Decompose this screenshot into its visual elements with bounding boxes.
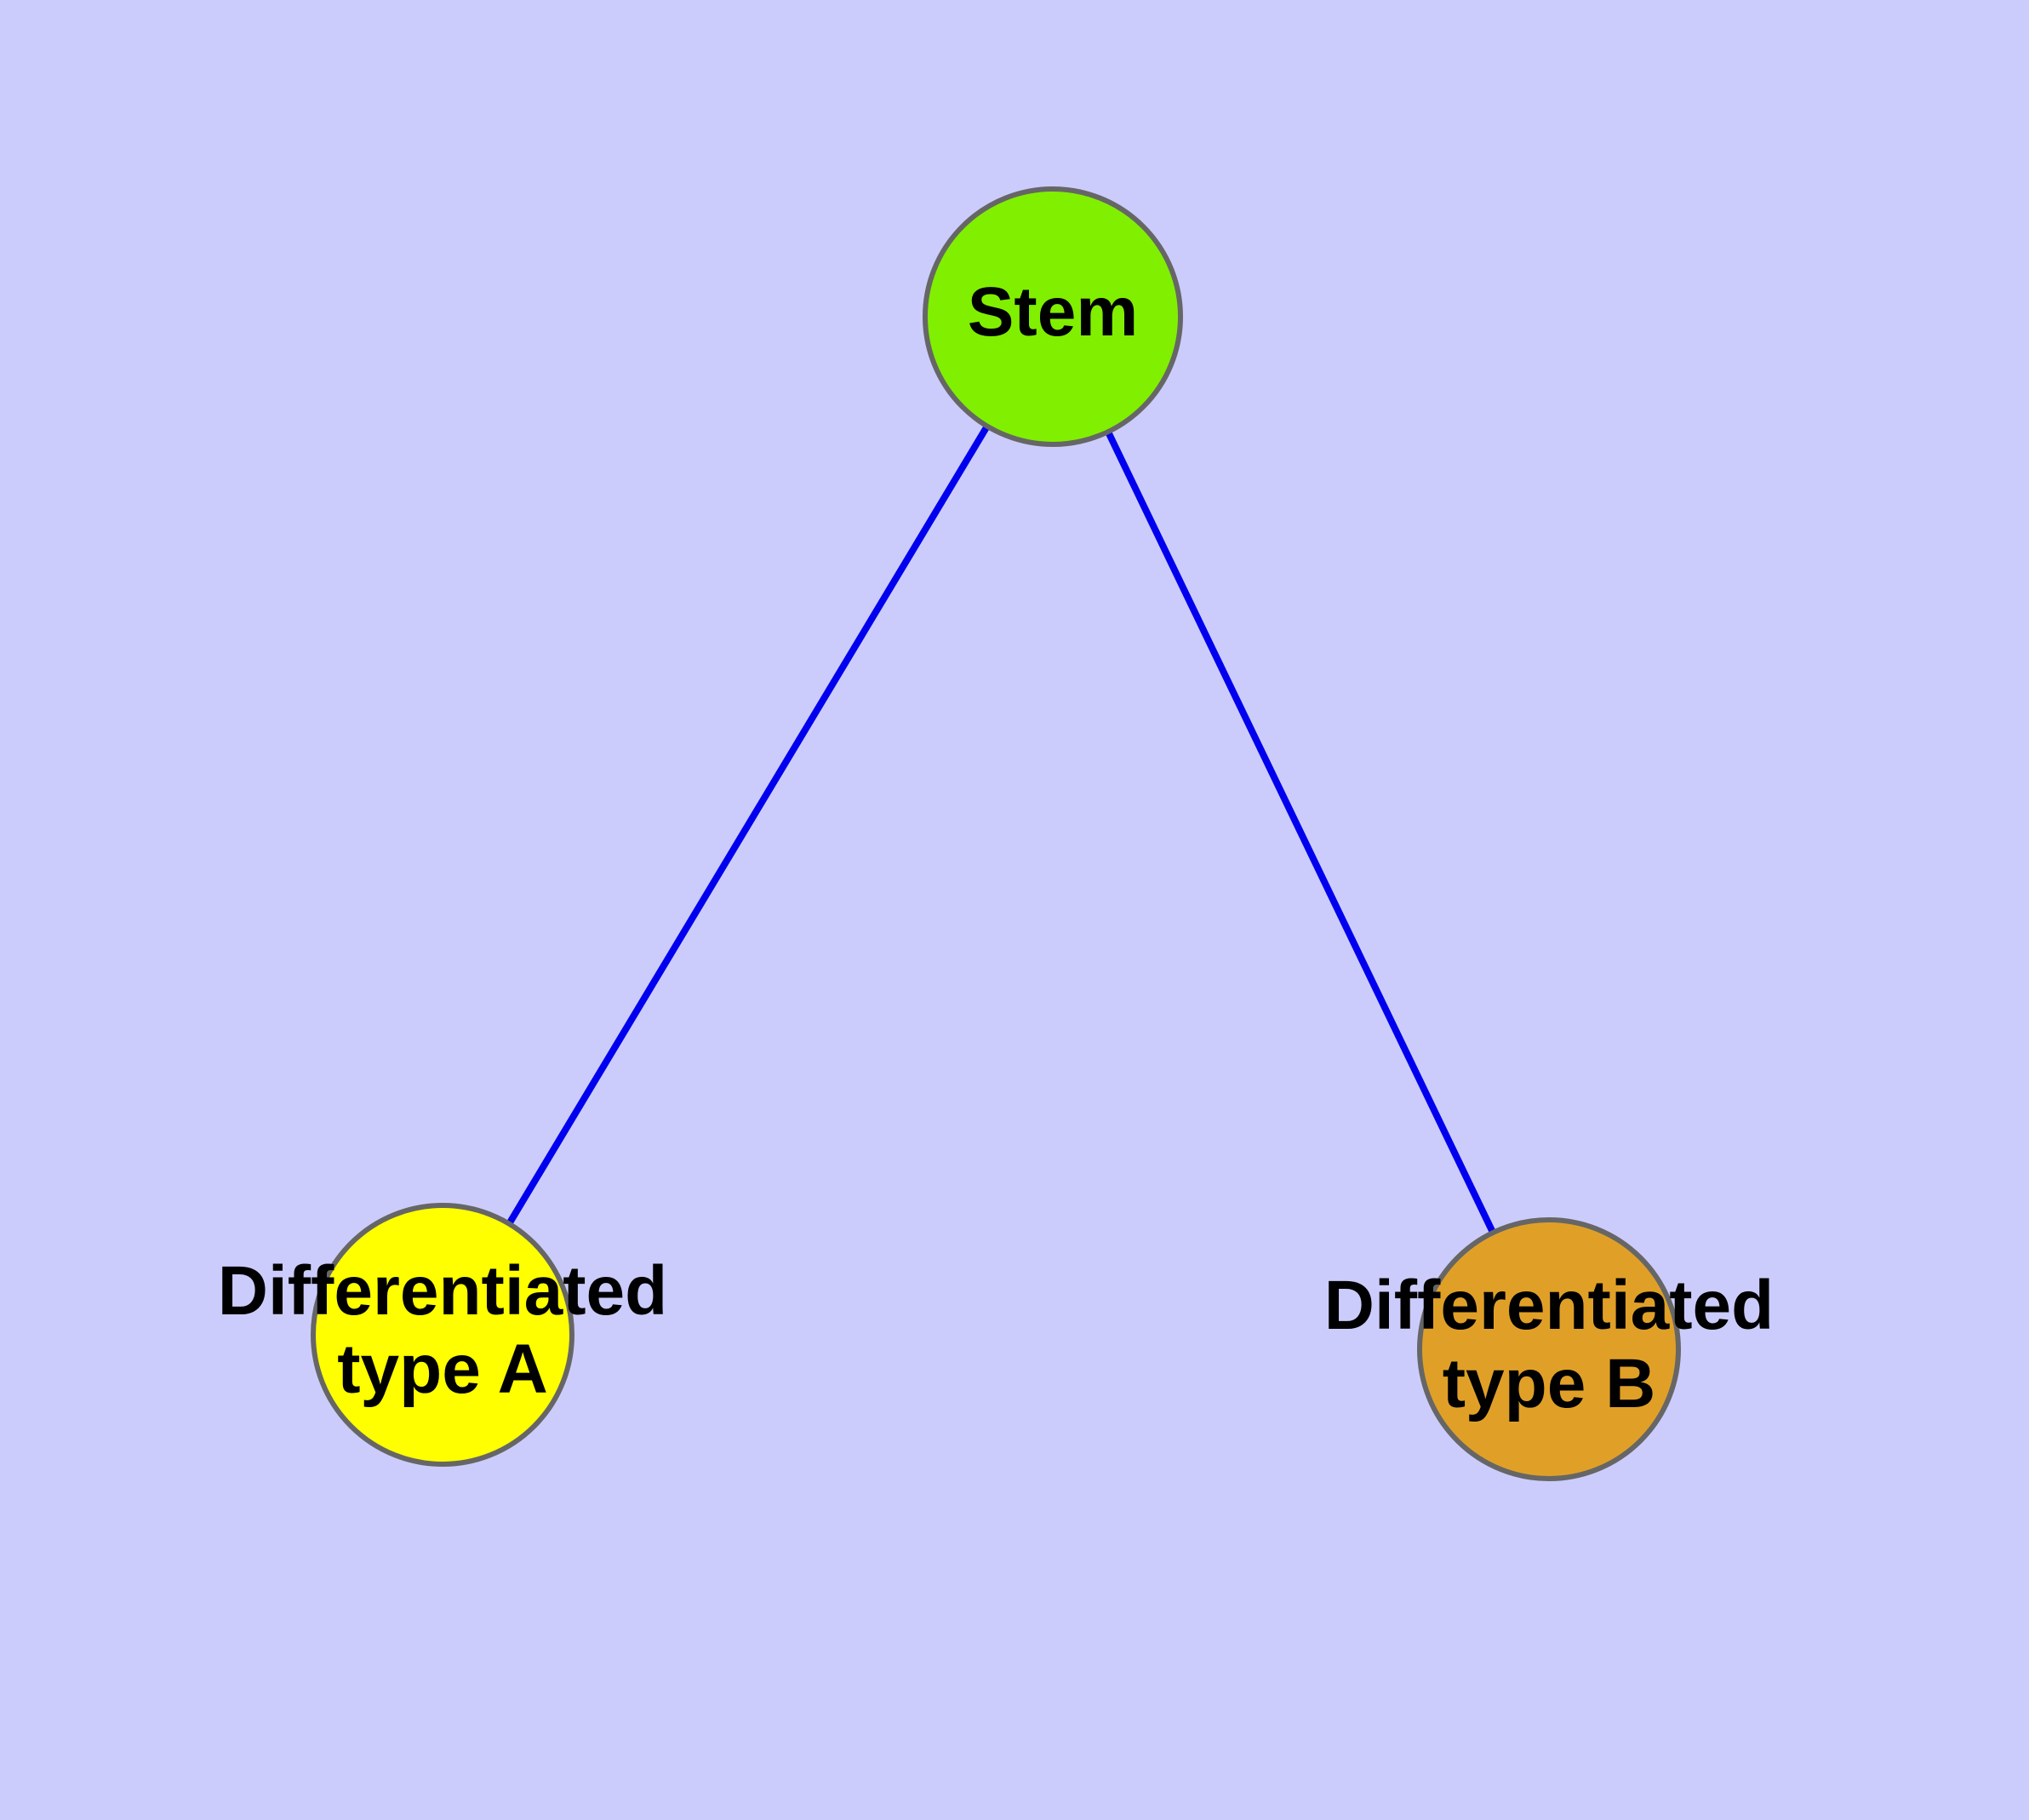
node-label-line: Differentiated [1324,1267,1775,1344]
node-diff_a[interactable] [311,1203,574,1467]
node-label-line: type A [337,1331,548,1408]
node-label-line: Stem [968,273,1139,351]
node-label-stem: Stem [968,273,1139,351]
edge-stem-diff_b [1105,430,1496,1234]
edge-stem-diff_a [506,424,991,1226]
node-label-line: Differentiated [218,1252,668,1330]
edges-layer [506,424,1496,1234]
node-stem[interactable] [923,186,1183,447]
node-diff_b[interactable] [1417,1217,1681,1481]
node-label-line: type B [1443,1345,1656,1422]
nodes-layer [311,186,1681,1481]
